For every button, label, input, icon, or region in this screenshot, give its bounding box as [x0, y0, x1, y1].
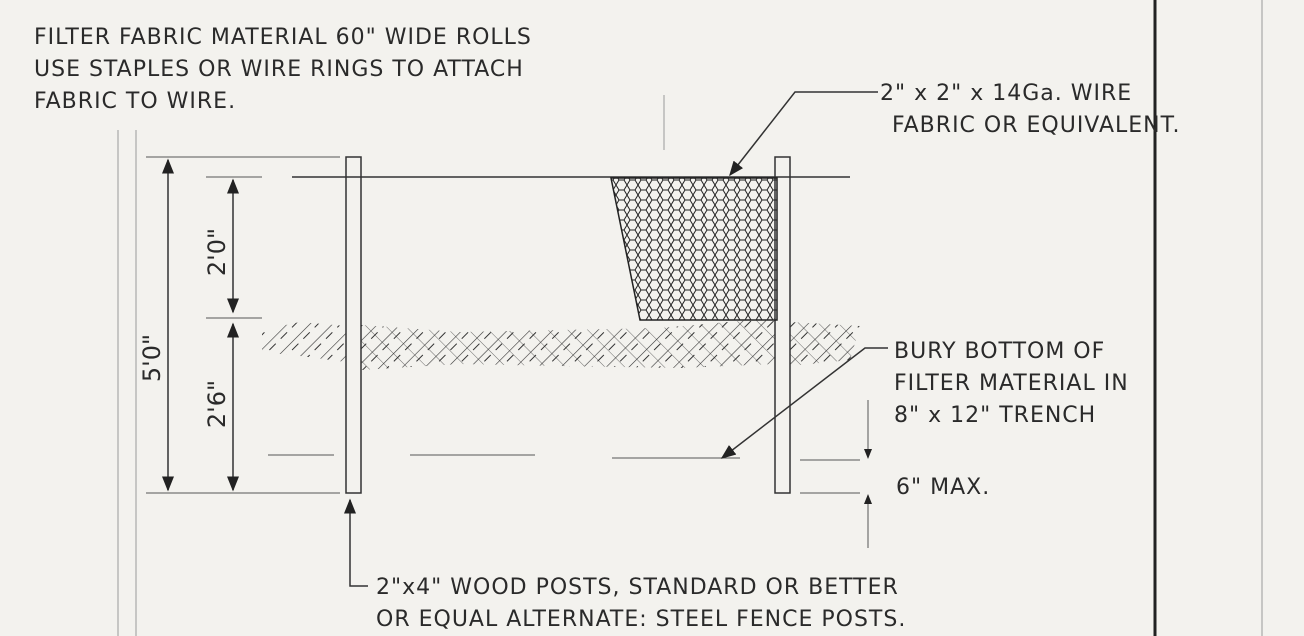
dim-below: 2'6" — [203, 322, 239, 492]
dim-total-label: 5'0" — [138, 334, 166, 382]
note-bury: BURY BOTTOM OF FILTER MATERIAL IN 8" x 1… — [894, 339, 1137, 428]
note-posts: 2"x4" WOOD POSTS, STANDARD OR BETTER OR … — [376, 575, 907, 632]
note-posts-line-2: OR EQUAL ALTERNATE: STEEL FENCE POSTS. — [376, 607, 906, 632]
note-wire-line-2: FABRIC OR EQUIVALENT. — [892, 113, 1180, 138]
note-posts-line-1: 2"x4" WOOD POSTS, STANDARD OR BETTER — [376, 575, 899, 600]
leader-posts — [344, 498, 368, 587]
note-max-depth: 6" MAX. — [896, 475, 990, 500]
note-wire: 2" x 2" x 14Ga. WIRE FABRIC OR EQUIVALEN… — [880, 81, 1180, 138]
dim-below-label: 2'6" — [203, 380, 231, 428]
note-bury-line-2: FILTER MATERIAL IN — [894, 371, 1129, 396]
note-bury-line-3: 8" x 12" TRENCH — [894, 403, 1096, 428]
note-wire-line-1: 2" x 2" x 14Ga. WIRE — [880, 81, 1132, 106]
dim-above: 2'0" — [203, 178, 262, 319]
note-bury-line-1: BURY BOTTOM OF — [894, 339, 1105, 364]
ground-hatch — [262, 318, 860, 370]
leader-wire — [729, 91, 878, 177]
leader-bury — [720, 347, 888, 459]
left-post — [345, 156, 362, 494]
sheet-frame — [117, 0, 1263, 636]
note-fabric-line-1: FILTER FABRIC MATERIAL 60" WIDE ROLLS — [34, 25, 532, 50]
buried-fabric-line — [268, 454, 740, 459]
note-fabric-line-2: USE STAPLES OR WIRE RINGS TO ATTACH — [34, 57, 524, 82]
dim-above-label: 2'0" — [203, 228, 231, 276]
note-fabric-line-3: FABRIC TO WIRE. — [34, 89, 236, 114]
note-fabric: FILTER FABRIC MATERIAL 60" WIDE ROLLS US… — [34, 25, 540, 114]
wire-mesh — [610, 177, 778, 321]
dim-total: 5'0" — [138, 158, 174, 492]
